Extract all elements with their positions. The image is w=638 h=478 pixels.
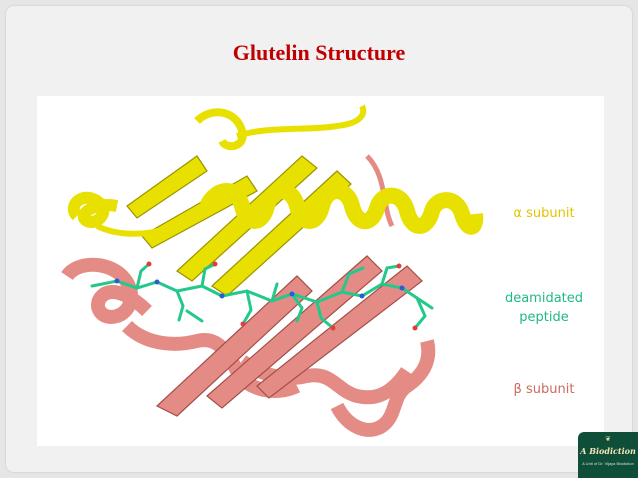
- label-beta-subunit: β subunit: [513, 382, 575, 397]
- logo-text: A Biodiction: [580, 446, 636, 456]
- protein-structure-illustration: [61, 104, 484, 437]
- biodiction-logo: ❦ A Biodiction A Unit of Dr. Vijaya Biod…: [578, 432, 638, 478]
- label-alpha-subunit: α subunit: [513, 206, 575, 221]
- logo-leaf-icon: ❦: [605, 436, 611, 443]
- logo-tagline: A Unit of Dr. Vijaya Biodiction: [582, 461, 634, 466]
- label-deamidated: deamidated: [504, 291, 584, 306]
- label-peptide: peptide: [519, 310, 569, 325]
- slide-title: Glutelin Structure: [232, 40, 406, 65]
- protein-figure: α subunit deamidated peptide β subunit: [37, 96, 604, 446]
